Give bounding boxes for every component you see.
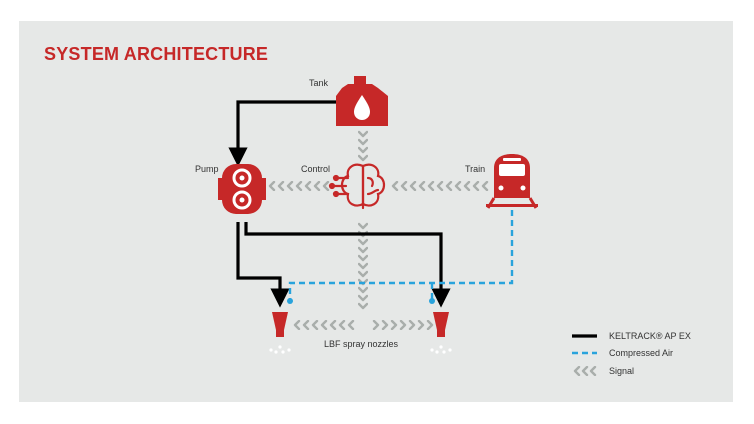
- tank-icon: [336, 76, 388, 126]
- signal-tank-control: [358, 130, 368, 162]
- pump-label: Pump: [195, 164, 219, 174]
- legend-keltrack-label: KELTRACK® AP EX: [609, 331, 691, 341]
- signal-control-nozzles: [358, 222, 368, 310]
- legend-signal-label: Signal: [609, 366, 635, 376]
- signal-nozzle-link: [293, 320, 434, 330]
- air-node-right: [429, 298, 435, 304]
- brain-icon: [328, 163, 386, 210]
- nozzle-right-icon: [430, 312, 452, 354]
- tank-label: Tank: [309, 78, 329, 88]
- nozzle-left-icon: [269, 312, 291, 354]
- legend-air-label: Compressed Air: [609, 348, 674, 358]
- legend-signal-swatch: [573, 366, 597, 376]
- train-icon: [486, 154, 538, 209]
- pump-icon: [218, 164, 266, 214]
- keltrack-lines: [228, 100, 451, 308]
- control-label: Control: [301, 164, 331, 174]
- compressed-air-line: [288, 210, 514, 300]
- diagram-panel: [19, 21, 733, 402]
- signal-control-pump: [268, 181, 330, 191]
- signal-train-control: [391, 181, 489, 191]
- nozzles-label: LBF spray nozzles: [324, 339, 399, 349]
- diagram-title: SYSTEM ARCHITECTURE: [44, 44, 269, 64]
- air-node-left: [287, 298, 293, 304]
- train-label: Train: [465, 164, 486, 174]
